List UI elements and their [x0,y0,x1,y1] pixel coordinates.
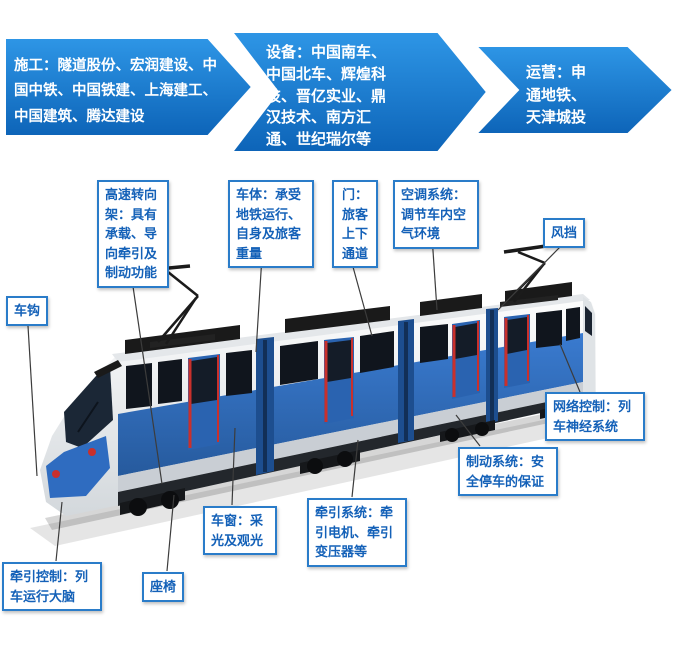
passenger-doors [188,314,530,450]
roof-strip [112,294,590,362]
roof-equipment-4 [505,282,572,305]
headlight-left-icon [52,470,60,478]
process-banners [4,31,675,153]
callout-bogie: 高速转向架：具有承载、导向牵引及制动功能 [97,180,169,288]
callout-window: 车窗：采光及观光 [203,506,277,555]
callout-network-control: 网络控制：列车神经系统 [545,392,645,441]
callout-windshield: 风挡 [543,218,586,248]
callout-carbody: 车体：承受地铁运行、自身及旅客重量 [228,180,314,268]
ground-shadow [30,408,612,546]
callout-seat: 座椅 [142,572,185,602]
cab-front [46,360,122,498]
connector-lines [27,235,581,572]
callout-coupler: 车钩 [6,296,49,326]
under-band [118,394,586,506]
banner-label-operation: 运营：申通地铁、天津城投 [526,64,587,126]
rear-end [583,297,595,403]
banner-arrow-construction [4,37,254,137]
callout-brake-system: 制动系统：安全停车的保证 [458,447,558,496]
articulation-gangways [256,308,498,475]
headlight-right-icon [88,448,96,456]
banner-label-equipment: 设备：中国南车、中国北车、辉煌科技、晋亿实业、鼎汉技术、南方汇通、世纪瑞尔等 [266,44,387,148]
callout-traction-control: 牵引控制：列车运行大脑 [2,562,102,611]
roof-equipment-3 [420,294,482,316]
windshield-glass [64,366,113,448]
wiper-icon [77,401,99,433]
banner-label-construction: 施工：隧道股份、宏润建设、中国中铁、中国铁建、上海建工、中国建筑、腾达建设 [14,58,217,125]
callout-door: 门：旅客上下通道 [332,180,378,268]
banner-arrow-operation [473,45,675,135]
train-body [30,244,612,546]
destination-sign [94,360,122,378]
callout-hvac: 空调系统：调节车内空气环境 [393,180,479,249]
skirt-band [118,382,585,492]
callout-traction-system: 牵引系统：牵引电机、牵引变压器等 [307,498,407,567]
banner-arrow-equipment [229,31,489,153]
roof-equipment-2 [285,306,390,333]
